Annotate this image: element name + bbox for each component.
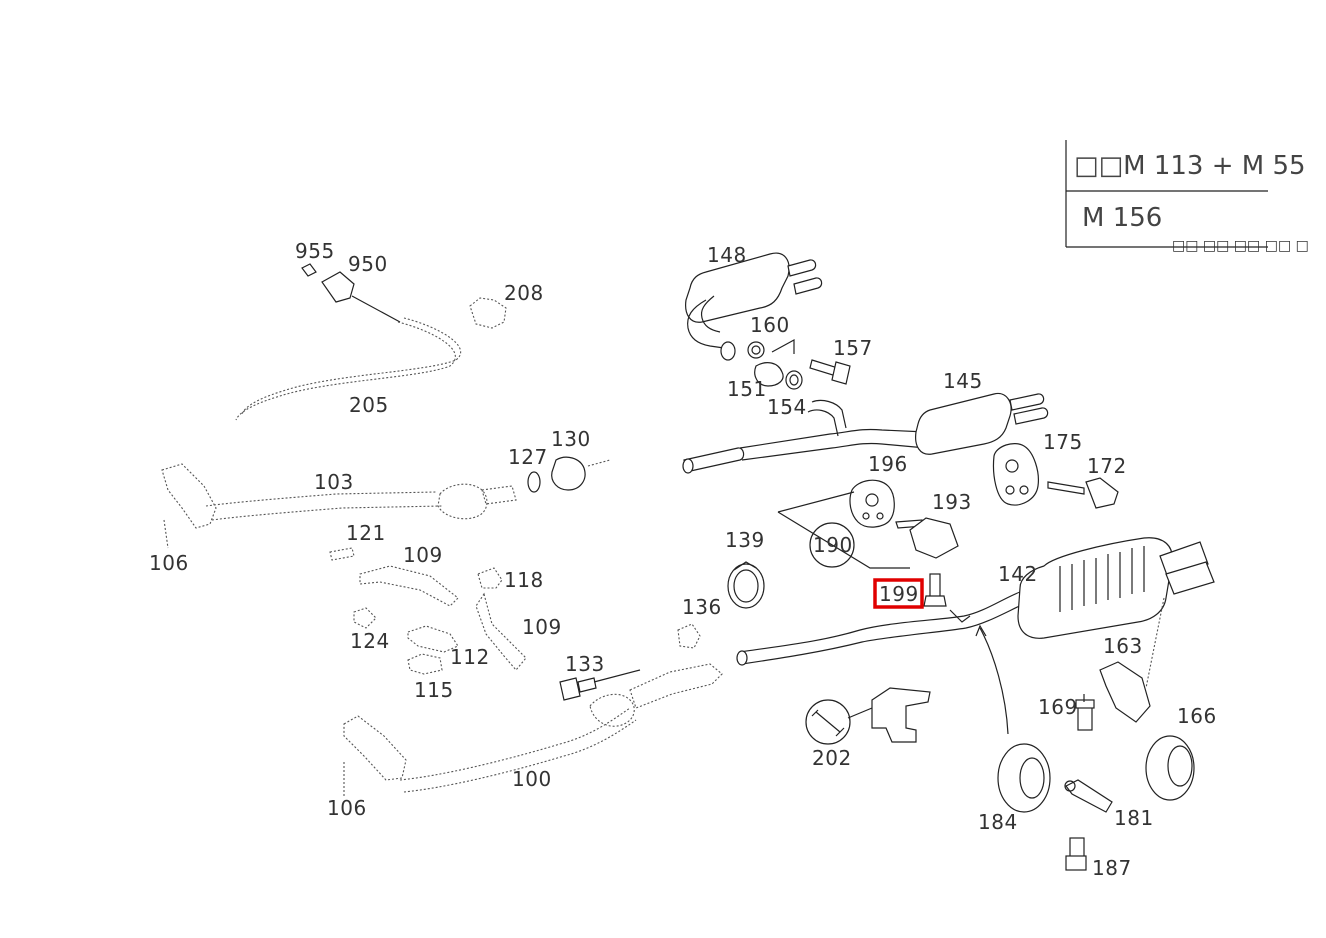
callout-labels: 955 950 208 205 148 160 157 151 154 145 …: [149, 239, 1217, 880]
callout-181: 181: [1114, 806, 1154, 830]
callout-160: 160: [750, 313, 790, 337]
bracket-202: [805, 687, 931, 745]
callout-121: 121: [346, 521, 386, 545]
callout-157: 157: [833, 336, 873, 360]
callout-163: 163: [1103, 634, 1143, 658]
rear-muffler-148: [685, 252, 823, 361]
callout-148: 148: [707, 243, 747, 267]
small-parts-left: [329, 547, 527, 675]
bolt-199: [923, 573, 947, 607]
bolt-133: [559, 669, 641, 701]
callout-100: 100: [512, 767, 552, 791]
callout-109-lower: 109: [522, 615, 562, 639]
clamp-127-130: [527, 456, 611, 493]
callout-133: 133: [565, 652, 605, 676]
mount-184-181-187: [997, 743, 1113, 871]
callout-127: 127: [508, 445, 548, 469]
oxygen-sensor-assembly: [235, 263, 507, 421]
callout-154: 154: [767, 395, 807, 419]
callout-175: 175: [1043, 430, 1083, 454]
front-pipe-103: [161, 463, 517, 549]
callout-955: 955: [295, 239, 335, 263]
callout-196: 196: [868, 452, 908, 476]
callout-208: 208: [504, 281, 544, 305]
engine-line-1: □□M 113 + M 55: [1074, 151, 1306, 181]
callout-950: 950: [348, 252, 388, 276]
callout-202: 202: [812, 746, 852, 770]
front-pipe-100: [343, 623, 723, 796]
callout-130: 130: [551, 427, 591, 451]
callout-118: 118: [504, 568, 544, 592]
callout-139: 139: [725, 528, 765, 552]
callout-136: 136: [682, 595, 722, 619]
engine-line-2: M 156: [1082, 203, 1162, 233]
callout-193: 193: [932, 490, 972, 514]
rear-pipe-142: [736, 537, 1215, 666]
callout-190: 190: [813, 533, 853, 557]
callout-106-upper: 106: [149, 551, 189, 575]
callout-172: 172: [1087, 454, 1127, 478]
clamp-139: [727, 561, 765, 609]
clamp-hardware-group: [747, 338, 851, 390]
callout-184: 184: [978, 810, 1018, 834]
engine-designation-box: □□M 113 + M 55 M 156 □□ □□ □□ □□ □: [1065, 140, 1309, 254]
center-pipe-145: [682, 392, 1049, 474]
callout-124: 124: [350, 629, 390, 653]
callout-205: 205: [349, 393, 389, 417]
callout-142: 142: [998, 562, 1038, 586]
mount-175-172: [992, 443, 1119, 509]
callout-151: 151: [727, 377, 767, 401]
hanger-arrow: [975, 624, 1009, 735]
hanger-163-166: [1075, 597, 1195, 801]
callout-103: 103: [314, 470, 354, 494]
callout-166: 166: [1177, 704, 1217, 728]
callout-106-lower: 106: [327, 796, 367, 820]
callout-112: 112: [450, 645, 490, 669]
callout-187: 187: [1092, 856, 1132, 880]
mount-196-193: [777, 479, 959, 569]
callout-145: 145: [943, 369, 983, 393]
callout-115: 115: [414, 678, 454, 702]
highlight-box-199: [873, 578, 924, 609]
callout-109-upper: 109: [403, 543, 443, 567]
engine-note: □□ □□ □□ □□ □: [1172, 238, 1309, 254]
callout-169: 169: [1038, 695, 1078, 719]
callout-199: 199: [879, 582, 919, 606]
